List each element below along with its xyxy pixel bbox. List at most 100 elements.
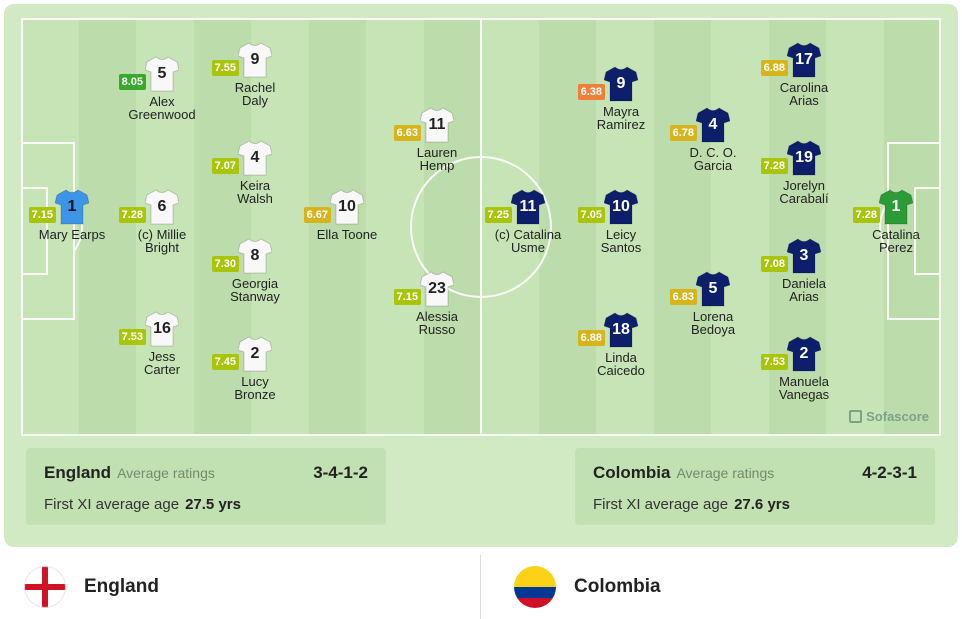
shirt-number: 17 [795, 51, 813, 68]
shirt-number: 10 [612, 198, 630, 215]
shirt-number: 6 [157, 198, 167, 215]
player-name-line: Vanegas [778, 387, 830, 402]
shirt-number: 9 [250, 51, 260, 68]
player-name-line: (c) Millie [137, 227, 187, 242]
england-team-name: England [44, 463, 112, 482]
shirt-number: 4 [250, 149, 260, 166]
shirt-number: 16 [153, 320, 171, 337]
player-rating-badge: 7.28 [118, 207, 146, 223]
colombia-age-value: 27.6 yrs [734, 496, 790, 513]
shirt-number: 2 [250, 345, 260, 362]
shirt-icon: 17 [787, 42, 821, 78]
tab-colombia-label: Colombia [574, 576, 661, 597]
sofascore-watermark: Sofascore [849, 409, 929, 424]
player-name-line: Arias [789, 93, 819, 108]
england-formation: 3-4-1-2 [313, 463, 368, 482]
england-avg-label: Average ratings [117, 465, 215, 481]
player-name-line: Ramirez [596, 117, 646, 132]
shirt-number: 5 [157, 65, 167, 82]
shirt-icon: 4 [696, 107, 730, 143]
shirt-number: 23 [428, 280, 446, 297]
shirt-icon: 9 [238, 42, 272, 78]
player-rating-badge: 8.05 [118, 74, 146, 90]
pitch-markings [21, 18, 941, 436]
player-rating-badge: 7.30 [211, 256, 239, 272]
player-name-line: Jorelyn [783, 178, 825, 193]
shirt-icon: 1 [55, 189, 89, 225]
player-name-line: Rachel [234, 80, 276, 95]
colombia-avg-label: Average ratings [676, 465, 775, 481]
tab-england[interactable]: England [24, 555, 159, 619]
player-name-line: Linda [605, 350, 637, 365]
player-rating-badge: 7.28 [760, 158, 788, 174]
colombia-summary: Colombia Average ratings 4-2-3-1 First X… [575, 448, 935, 525]
player-name-line: Alex [149, 94, 175, 109]
colombia-formation: 4-2-3-1 [862, 463, 917, 482]
player-rating-badge: 7.15 [393, 289, 421, 305]
shirt-icon: 23 [420, 271, 454, 307]
tab-colombia[interactable]: Colombia [514, 555, 661, 619]
player-rating-badge: 7.15 [28, 207, 56, 223]
player-name-line: Perez [879, 240, 913, 255]
player-rating-badge: 7.53 [118, 329, 146, 345]
player-name-line: Catalina [872, 227, 920, 242]
player-rating-badge: 7.55 [211, 60, 239, 76]
shirt-icon: 3 [787, 238, 821, 274]
player-name-line: Ella Toone [316, 227, 378, 242]
team-tabs: England Colombia [0, 555, 962, 619]
player-name-line: Keira [239, 178, 271, 193]
shirt-number: 1 [67, 198, 77, 215]
player-rating-badge: 7.28 [852, 207, 880, 223]
england-flag-icon [24, 566, 66, 608]
player-name-line: Daniela [781, 276, 827, 291]
player-rating-badge: 6.78 [669, 125, 697, 141]
pitch-stripe [308, 18, 367, 436]
player-name-line: D. C. O. [689, 145, 737, 160]
shirt-icon: 11 [511, 189, 545, 225]
pitch-stripe [711, 18, 769, 436]
shirt-number: 4 [708, 116, 718, 133]
sofascore-logo-icon [849, 410, 863, 423]
player-name-line: Carabalí [779, 191, 829, 206]
player-rating-badge: 6.38 [577, 84, 605, 100]
player-name-line: (c) Catalina [494, 227, 562, 242]
player-name: Ella Toone [287, 228, 407, 241]
player-name-line: Bright [145, 240, 179, 255]
shirt-icon: 5 [145, 56, 179, 92]
pitch-stripe [21, 18, 79, 436]
player-name-line: Bedoya [690, 322, 736, 337]
shirt-number: 11 [519, 198, 537, 215]
shirt-icon: 6 [145, 189, 179, 225]
player-rating-badge: 7.05 [577, 207, 605, 223]
player-rating-badge: 6.88 [577, 330, 605, 346]
shirt-icon: 2 [787, 336, 821, 372]
player-rating-badge: 7.45 [211, 354, 239, 370]
player-name-line: Daly [241, 93, 268, 108]
pitch-stripe [423, 18, 482, 436]
player-rating-badge: 7.53 [760, 354, 788, 370]
england-age-value: 27.5 yrs [185, 496, 241, 513]
player-name-line: Greenwood [128, 107, 196, 122]
shirt-number: 10 [338, 198, 356, 215]
shirt-icon: 19 [787, 140, 821, 176]
shirt-icon: 4 [238, 140, 272, 176]
player-name-line: Usme [511, 240, 545, 255]
pitch-stripe [653, 18, 712, 436]
colombia-flag-icon [514, 566, 556, 608]
player-name-line: Lucy [241, 374, 269, 389]
shirt-number: 1 [891, 198, 901, 215]
player-name: D. C. O.Garcia [653, 146, 773, 172]
shirt-icon: 1 [879, 189, 913, 225]
player-rating-badge: 6.88 [760, 60, 788, 76]
shirt-number: 8 [250, 247, 260, 264]
